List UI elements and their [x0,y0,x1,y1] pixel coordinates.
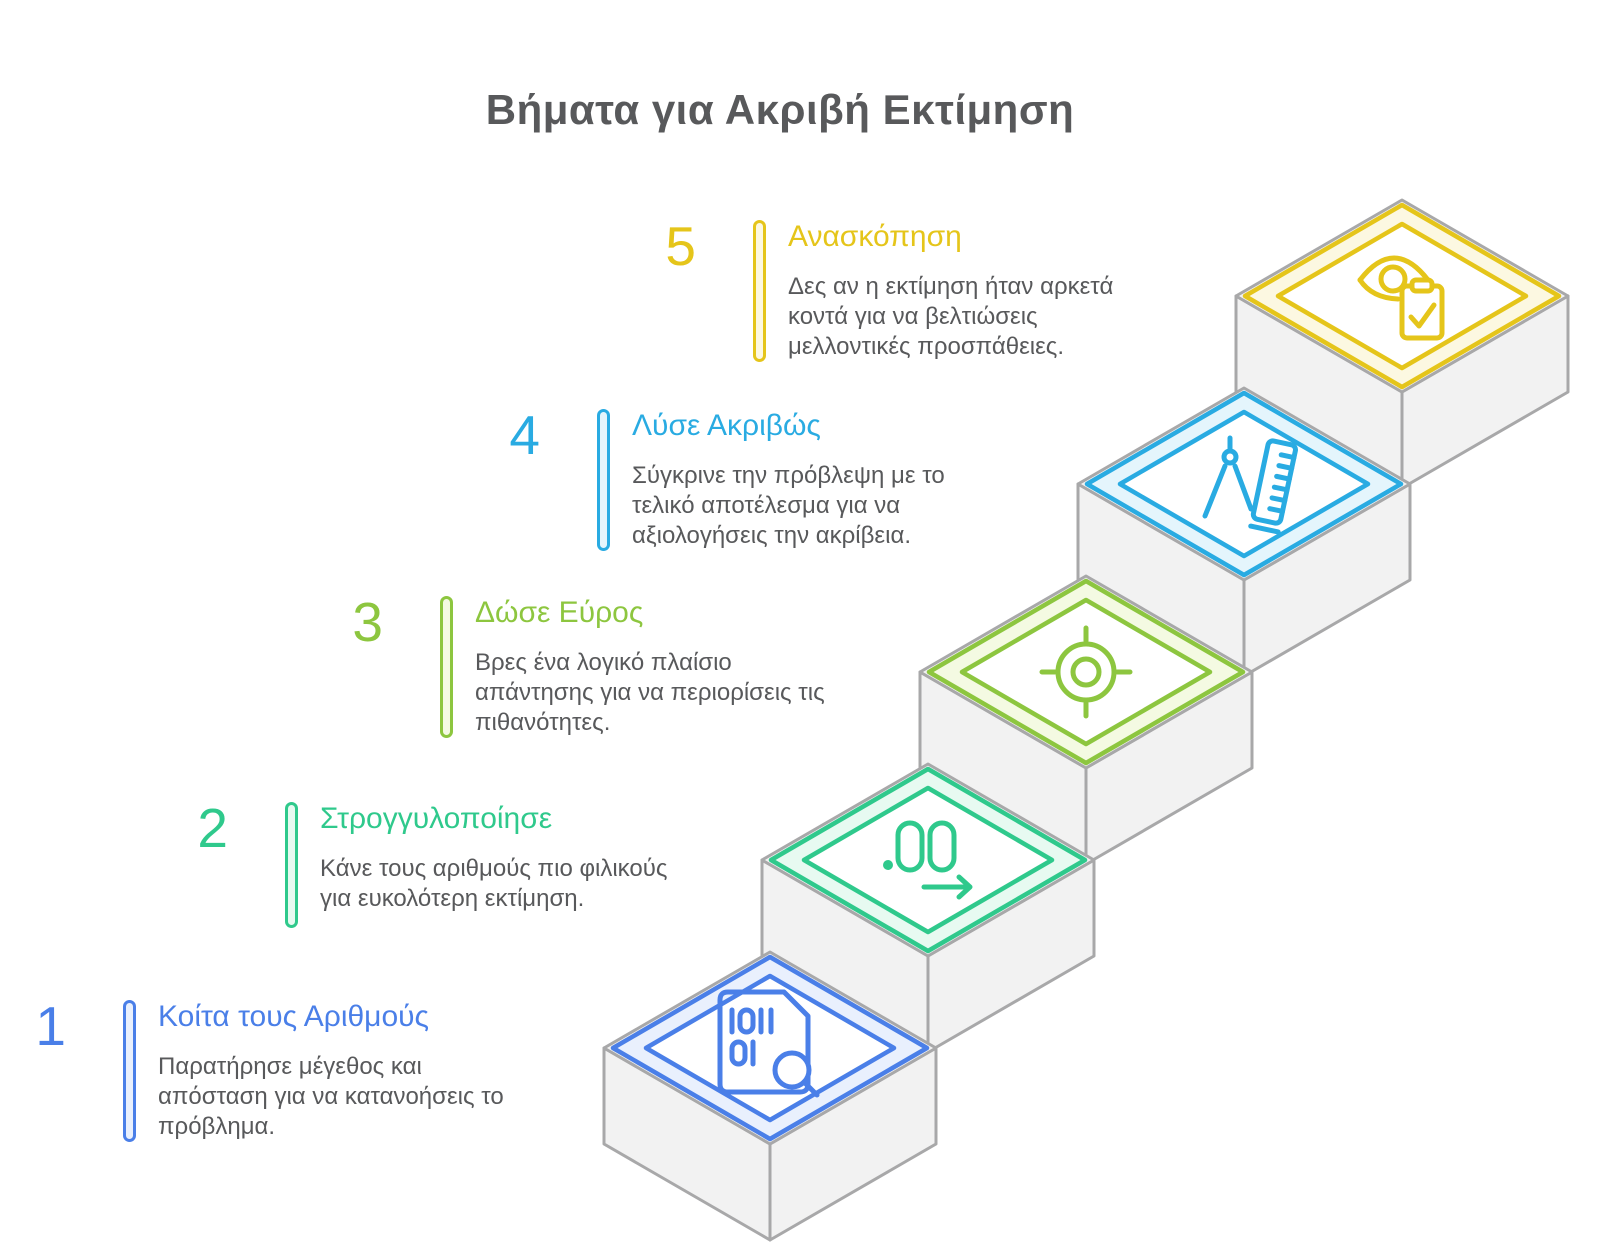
step-5-text-block: 5 Ανασκόπηση Δες αν η εκτίμηση ήταν αρκε… [612,215,1114,362]
binary-file-search-icon [717,989,820,1098]
step-1-accent-bar [123,1000,136,1142]
step-1-diamond-inner [643,973,897,1123]
page-title: Βήματα για Ακριβή Εκτίμηση [485,86,1075,133]
step-4-tile [1076,386,1412,678]
step-4-title: Λύσε Ακριβώς [632,409,821,442]
round-decimals-arrow-icon [883,820,973,900]
step-4-number: 4 [509,404,540,466]
step-5-description: Δες αν η εκτίμηση ήταν αρκετά κοντά για … [788,272,1114,360]
step-5-tile [1234,198,1570,490]
step-1-text-block: 1 Κοίτα τους Αριθμούς Παρατήρησε μέγεθος… [0,995,504,1142]
step-5-title: Ανασκόπηση [788,220,962,253]
step-2-title: Στρογγυλοποίησε [320,802,553,835]
step-3-tile [918,574,1254,866]
step-3-description: Βρες ένα λογικό πλαίσιο απάντησης για να… [475,648,825,736]
step-1-number: 1 [35,995,66,1057]
step-1-description: Παρατήρησε μέγεθος και απόσταση για να κ… [158,1052,504,1140]
target-icon [1039,625,1133,719]
step-4-accent-bar [597,409,610,551]
step-3-title: Δώσε Εύρος [475,596,644,629]
step-5-accent-bar [753,220,766,362]
step-1-tile [602,950,938,1242]
step-1-title: Κοίτα τους Αριθμούς [158,1000,430,1033]
step-4-text-block: 4 Λύσε Ακριβώς Σύγκρινε την πρόβλεψη με … [456,404,945,551]
compass-ruler-icon [1202,435,1298,535]
step-4-description: Σύγκρινε την πρόβλεψη με το τελικό αποτέ… [632,461,945,549]
eye-review-clipboard-icon [1357,255,1445,341]
step-3-number: 3 [352,591,383,653]
step-2-accent-bar [285,802,298,928]
step-2-number: 2 [197,797,228,859]
step-5-number: 5 [665,215,696,277]
step-3-diamond-inner [959,597,1213,747]
step-3-accent-bar [440,596,453,738]
step-2-text-block: 2 Στρογγυλοποίησε Κάνε τους αριθμούς πιο… [144,797,668,928]
step-2-tile [760,762,1096,1054]
step-3-text-block: 3 Δώσε Εύρος Βρες ένα λογικό πλαίσιο απά… [299,591,825,738]
step-2-description: Κάνε τους αριθμούς πιο φιλικούς για ευκο… [320,854,668,912]
